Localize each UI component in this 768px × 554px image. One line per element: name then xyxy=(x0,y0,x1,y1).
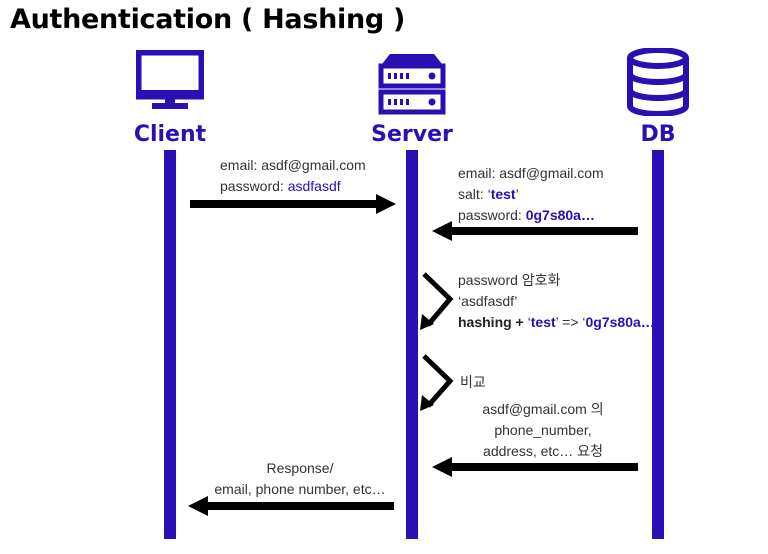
msg-email-line: email: asdf@gmail.com xyxy=(220,157,366,173)
part: ‘ xyxy=(527,314,531,330)
step-hash: password 암호화 ‘asdfasdf’ hashing + ‘test’… xyxy=(458,270,659,333)
msg-line: address, etc… 요청 xyxy=(483,443,603,459)
label: salt: ‘ xyxy=(458,186,491,202)
msg-salt-line: salt: ‘test’ xyxy=(458,184,604,205)
arrow-server-to-client xyxy=(188,496,394,516)
arrow-self-compare xyxy=(420,354,454,411)
monitor-icon xyxy=(136,50,204,109)
arrow-client-to-server xyxy=(190,194,396,214)
value: test xyxy=(490,186,516,202)
msg-line: asdf@gmail.com 의 xyxy=(482,401,604,417)
msg-email-line: email: asdf@gmail.com xyxy=(458,165,604,181)
page-title: Authentication ( Hashing ) xyxy=(10,4,406,35)
msg-server-request-db: asdf@gmail.com 의 phone_number, address, … xyxy=(448,399,638,462)
part: 0g7s80a…’ xyxy=(585,314,659,330)
msg-line: phone_number, xyxy=(494,422,592,438)
step-compare: 비교 xyxy=(460,372,486,393)
msg-line: Response/ xyxy=(266,460,334,476)
value: 0g7s80a… xyxy=(525,207,595,223)
step-line: ‘asdfasdf’ xyxy=(458,293,518,309)
msg-password-line: password: 0g7s80a… xyxy=(458,205,604,226)
server-rack-icon xyxy=(378,54,446,115)
client-label: Client xyxy=(133,122,207,147)
suffix: ’ xyxy=(515,186,519,202)
part: test xyxy=(530,314,556,330)
db-lifeline xyxy=(652,150,664,539)
client-lifeline xyxy=(164,150,176,539)
msg-line: email, phone number, etc… xyxy=(214,481,386,497)
msg-client-request: email: asdf@gmail.com password: asdfasdf xyxy=(220,155,366,197)
msg-server-response: Response/ email, phone number, etc… xyxy=(198,458,402,500)
arrow-db-to-server-1 xyxy=(432,221,638,241)
value: asdfasdf xyxy=(287,178,341,194)
database-icon xyxy=(627,48,689,116)
part: => ‘ xyxy=(558,314,586,330)
step-line: 비교 xyxy=(460,374,486,390)
msg-db-response: email: asdf@gmail.com salt: ‘test’ passw… xyxy=(458,163,604,226)
label: password: xyxy=(458,207,526,223)
server-label: Server xyxy=(371,122,453,147)
label: password: xyxy=(220,178,288,194)
arrow-db-to-server-2 xyxy=(432,457,638,477)
db-label: DB xyxy=(640,122,676,147)
step-line: password 암호화 xyxy=(458,272,561,288)
msg-password-line: password: asdfasdf xyxy=(220,176,366,197)
arrow-self-hash xyxy=(420,272,454,330)
server-lifeline xyxy=(406,150,418,539)
part: ’ xyxy=(555,314,559,330)
part: hashing + xyxy=(458,314,528,330)
step-line: hashing + ‘test’ => ‘0g7s80a…’ xyxy=(458,312,659,333)
